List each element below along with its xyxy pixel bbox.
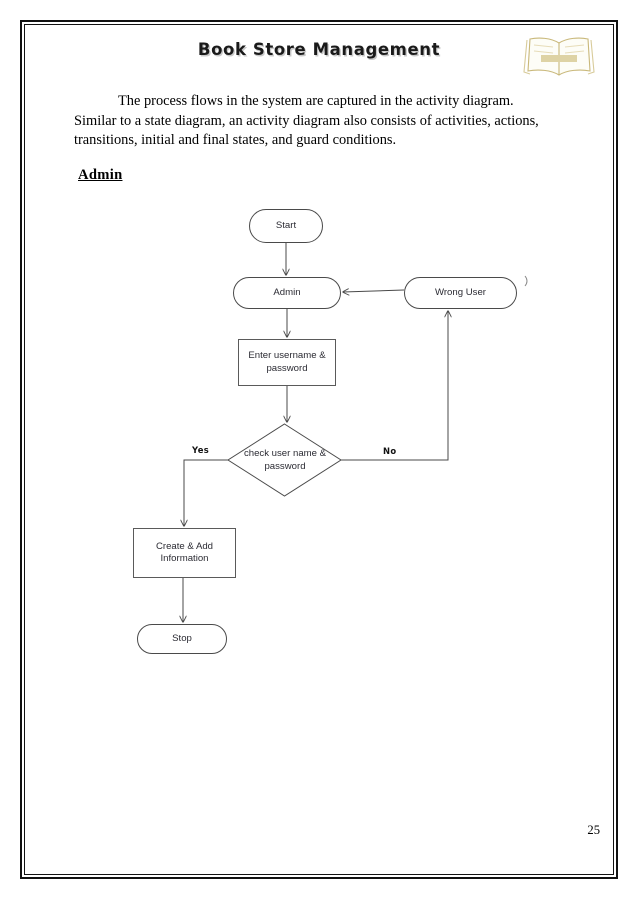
node-stop[interactable]: Stop [137, 624, 227, 654]
node-start[interactable]: Start [249, 209, 323, 243]
scan-artifact [524, 275, 528, 287]
open-book-icon [523, 37, 595, 76]
node-create-add[interactable]: Create & Add Information [133, 528, 236, 578]
page-border-outer [20, 20, 618, 879]
node-admin[interactable]: Admin [233, 277, 341, 309]
node-wrong-user-label: Wrong User [434, 286, 486, 298]
node-enter-credentials-label: Enter username & password [248, 350, 326, 374]
edge-decision-wronguser [341, 311, 448, 461]
edge-wronguser-admin [343, 290, 405, 292]
section-heading-admin: Admin [78, 167, 123, 183]
node-stop-label: Stop [172, 632, 192, 644]
page-title: Book Store Management [197, 40, 441, 59]
node-wrong-user[interactable]: Wrong User [404, 277, 517, 309]
decision-diamond [227, 423, 342, 497]
node-admin-label: Admin [273, 286, 301, 298]
page-border-inner [24, 24, 614, 875]
node-start-label: Start [275, 219, 297, 231]
node-create-add-label: Create & Add Information [155, 540, 214, 565]
node-check-credentials-label: check user name & password [243, 448, 327, 472]
intro-paragraph: The process flows in the system are capt… [74, 93, 539, 149]
page-number: 25 [587, 823, 600, 837]
edge-decision-create [184, 459, 228, 526]
edge-label-no: No [383, 446, 397, 456]
edge-label-yes: Yes [192, 445, 210, 455]
node-enter-credentials[interactable]: Enter username & password [238, 339, 336, 386]
